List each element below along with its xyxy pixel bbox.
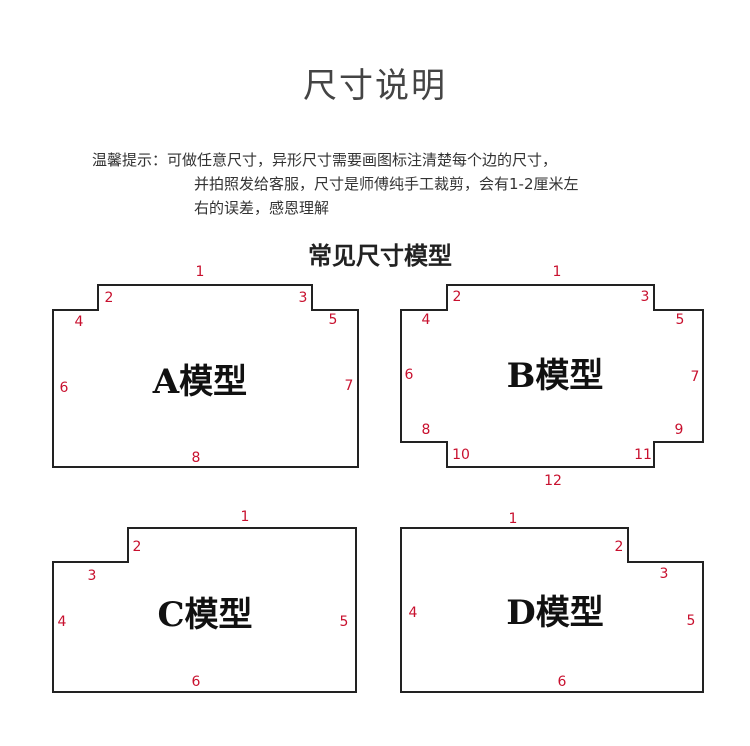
- model-a-edge-2: 2: [105, 290, 114, 306]
- model-c-edge-2: 2: [133, 539, 142, 555]
- model-b-outline: [400, 284, 704, 468]
- model-a-edge-8: 8: [192, 450, 201, 466]
- section-subtitle: 常见尺寸模型: [308, 242, 452, 270]
- model-a-edge-1: 1: [196, 264, 205, 280]
- model-c-edge-3: 3: [88, 568, 97, 584]
- model-b-edge-6: 6: [405, 367, 414, 383]
- model-d-outline: [400, 527, 704, 693]
- model-a-label: A模型: [152, 362, 247, 402]
- model-d-edge-3: 3: [660, 566, 669, 582]
- model-b-label: B模型: [507, 356, 604, 396]
- model-d-edge-2: 2: [615, 539, 624, 555]
- model-d-edge-6: 6: [558, 674, 567, 690]
- notice-line-1: 温馨提示：可做任意尺寸，异形尺寸需要画图标注清楚每个边的尺寸，: [92, 151, 558, 169]
- model-a-outline: [52, 284, 359, 468]
- model-b: B模型 1 2 3 4 5 6 7 8 9 10 11 12: [400, 264, 704, 489]
- model-b-edge-2: 2: [453, 289, 462, 305]
- page-title: 尺寸说明: [303, 66, 447, 106]
- model-c-edge-5: 5: [340, 614, 349, 630]
- model-a-edge-4: 4: [75, 314, 84, 330]
- model-a-edge-3: 3: [299, 290, 308, 306]
- notice-text: 温馨提示：可做任意尺寸，异形尺寸需要画图标注清楚每个边的尺寸， 并拍照发给客服，…: [92, 148, 692, 220]
- model-c-label: C模型: [157, 595, 252, 635]
- notice-line-3: 右的误差，感恩理解: [194, 199, 330, 217]
- model-b-edge-3: 3: [641, 289, 650, 305]
- model-b-edge-1: 1: [553, 264, 562, 280]
- model-a-edge-6: 6: [60, 380, 69, 396]
- model-a-edge-5: 5: [329, 312, 338, 328]
- model-b-edge-10: 10: [452, 447, 470, 463]
- model-d: D模型 1 2 3 4 5 6: [400, 511, 704, 693]
- model-c-edge-1: 1: [241, 509, 250, 525]
- model-b-edge-12: 12: [544, 473, 562, 489]
- model-b-edge-5: 5: [676, 312, 685, 328]
- model-b-edge-4: 4: [422, 312, 431, 328]
- model-a-edge-7: 7: [345, 378, 354, 394]
- model-d-label: D模型: [506, 593, 603, 633]
- model-c-outline: [52, 527, 357, 693]
- model-c: C模型 1 2 3 4 5 6: [52, 509, 357, 693]
- model-d-edge-5: 5: [687, 613, 696, 629]
- model-d-edge-1: 1: [509, 511, 518, 527]
- model-c-edge-4: 4: [58, 614, 67, 630]
- model-a: A模型 1 2 3 4 5 6 7 8: [52, 264, 359, 468]
- model-b-edge-9: 9: [675, 422, 684, 438]
- model-d-edge-4: 4: [409, 605, 418, 621]
- model-b-edge-8: 8: [422, 422, 431, 438]
- notice-line-2: 并拍照发给客服，尺寸是师傅纯手工裁剪，会有1-2厘米左: [194, 175, 579, 193]
- model-b-edge-11: 11: [634, 447, 652, 463]
- model-b-edge-7: 7: [691, 369, 700, 385]
- model-c-edge-6: 6: [192, 674, 201, 690]
